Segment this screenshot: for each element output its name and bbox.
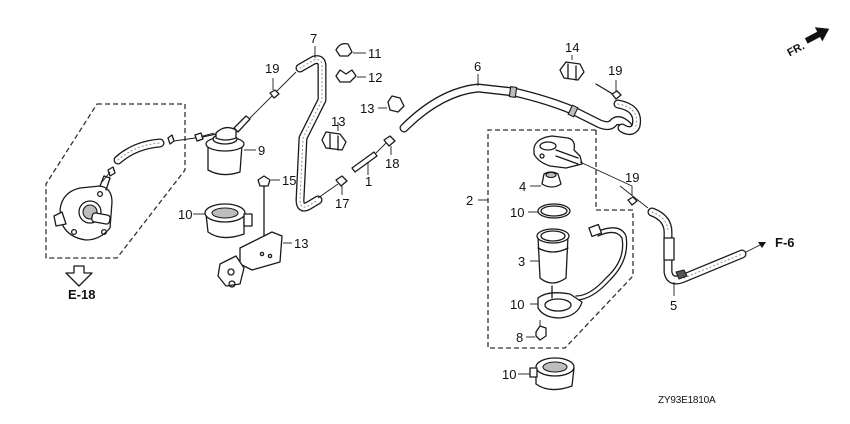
callout-5: 5	[670, 298, 677, 313]
strainer-cup-3: 3	[518, 228, 570, 284]
callout-4: 4	[519, 179, 526, 194]
joint-pipe-icon	[351, 151, 378, 173]
callout-14: 13	[360, 101, 374, 116]
filter-holder-icon	[204, 203, 253, 239]
clip-19-top: 19	[595, 63, 622, 100]
bolt-8: 8	[516, 320, 547, 345]
callout-11: 10	[510, 205, 524, 220]
callout-15: 13	[294, 236, 308, 251]
fr-label: FR.	[785, 40, 806, 59]
down-arrow-outline-icon	[65, 265, 93, 287]
clip-13-lower: 12	[335, 69, 382, 85]
callout-19-top: 19	[608, 63, 622, 78]
reference-e18[interactable]: E-18	[65, 265, 95, 302]
hose-clip-icon	[167, 134, 175, 145]
callout-12: 10	[510, 297, 524, 312]
callout-7: 7	[310, 31, 317, 46]
clamp-16-right: 14	[559, 40, 585, 81]
callout-8: 8	[516, 330, 523, 345]
ref-e18-label: E-18	[68, 287, 95, 302]
callout-16-right: 14	[565, 40, 579, 55]
connector-icon	[588, 223, 603, 238]
diagram-code: ZY93E1810A	[658, 395, 716, 406]
callout-10-bottom: 10	[502, 367, 516, 382]
fuel-tube-7: 7	[295, 31, 327, 212]
strainer-cup-icon	[537, 235, 569, 284]
clip-icon	[627, 196, 638, 206]
fuel-pump-icon	[53, 175, 113, 241]
bracket-15: 13	[217, 231, 308, 288]
front-direction-indicator: FR.	[785, 27, 830, 59]
clip-19-right: 19	[625, 170, 639, 206]
ref-f6-label: F-6	[775, 235, 795, 250]
callout-9: 9	[258, 143, 265, 158]
clip-icon	[611, 90, 622, 100]
filter-holder-10-bottom: 10	[502, 357, 575, 391]
strainer-group-outline	[487, 129, 634, 349]
callout-17: 15	[282, 173, 296, 188]
clip-19-left: 19	[249, 61, 297, 119]
callout-18-right: 18	[385, 156, 399, 171]
joint-pipe-1: 1	[317, 151, 378, 199]
callout-2: 2	[466, 193, 473, 208]
o-ring-icon	[537, 203, 571, 219]
fuel-tube-5: 5	[619, 185, 747, 313]
fuel-filter-icon	[201, 115, 251, 176]
tube-clip-icon	[383, 135, 396, 147]
tube-clip-icon	[335, 42, 353, 57]
bracket-icon	[239, 231, 283, 271]
bolt-icon	[257, 175, 271, 187]
clip-18-left: 17	[335, 175, 349, 211]
callout-1: 1	[365, 174, 372, 189]
tube-clip-icon	[335, 69, 357, 83]
callout-13-lower: 12	[368, 70, 382, 85]
filter-element-4: 4	[519, 171, 562, 194]
clamp-16-left: 13	[321, 114, 347, 151]
callout-19-right: 19	[625, 170, 639, 185]
fuel-filter-group: 9	[194, 115, 265, 176]
sensor-harness	[575, 223, 628, 301]
clip-14: 13	[360, 95, 405, 116]
pump-group-outline	[45, 103, 186, 259]
fuel-strainer-assembly: 2 4 10 3	[466, 129, 634, 349]
callout-6: 6	[474, 59, 481, 74]
tube-clip-icon	[387, 95, 405, 113]
clip-13-upper: 11	[335, 42, 382, 61]
tube-clip-icon	[335, 175, 348, 187]
right-arrow-icon	[758, 242, 766, 248]
hose-clip-icon	[107, 166, 116, 177]
front-arrow-icon	[804, 27, 830, 44]
callout-3: 3	[518, 254, 525, 269]
callout-19-left: 19	[265, 61, 279, 76]
callout-13-upper: 11	[368, 46, 382, 61]
filter-holder-icon	[529, 357, 575, 391]
fuel-tube-6: 6	[399, 59, 642, 136]
fuel-pump-group: E-18	[45, 103, 196, 302]
tube-clamp-icon	[559, 61, 585, 81]
reference-f6[interactable]: F-6	[745, 235, 795, 253]
callout-10-left: 10	[178, 207, 192, 222]
clip-18-right: 18	[375, 135, 399, 171]
clip-icon	[269, 89, 280, 99]
callout-18-left: 17	[335, 196, 349, 211]
o-ring-11: 10	[510, 203, 571, 220]
filter-holder-10-left: 10	[178, 203, 253, 239]
callout-16-left: 13	[331, 114, 345, 129]
bolt-icon	[535, 325, 547, 341]
tube-clamp-icon	[321, 131, 347, 151]
strainer-head-icon	[533, 135, 583, 169]
bracket-12: 10	[510, 285, 583, 319]
